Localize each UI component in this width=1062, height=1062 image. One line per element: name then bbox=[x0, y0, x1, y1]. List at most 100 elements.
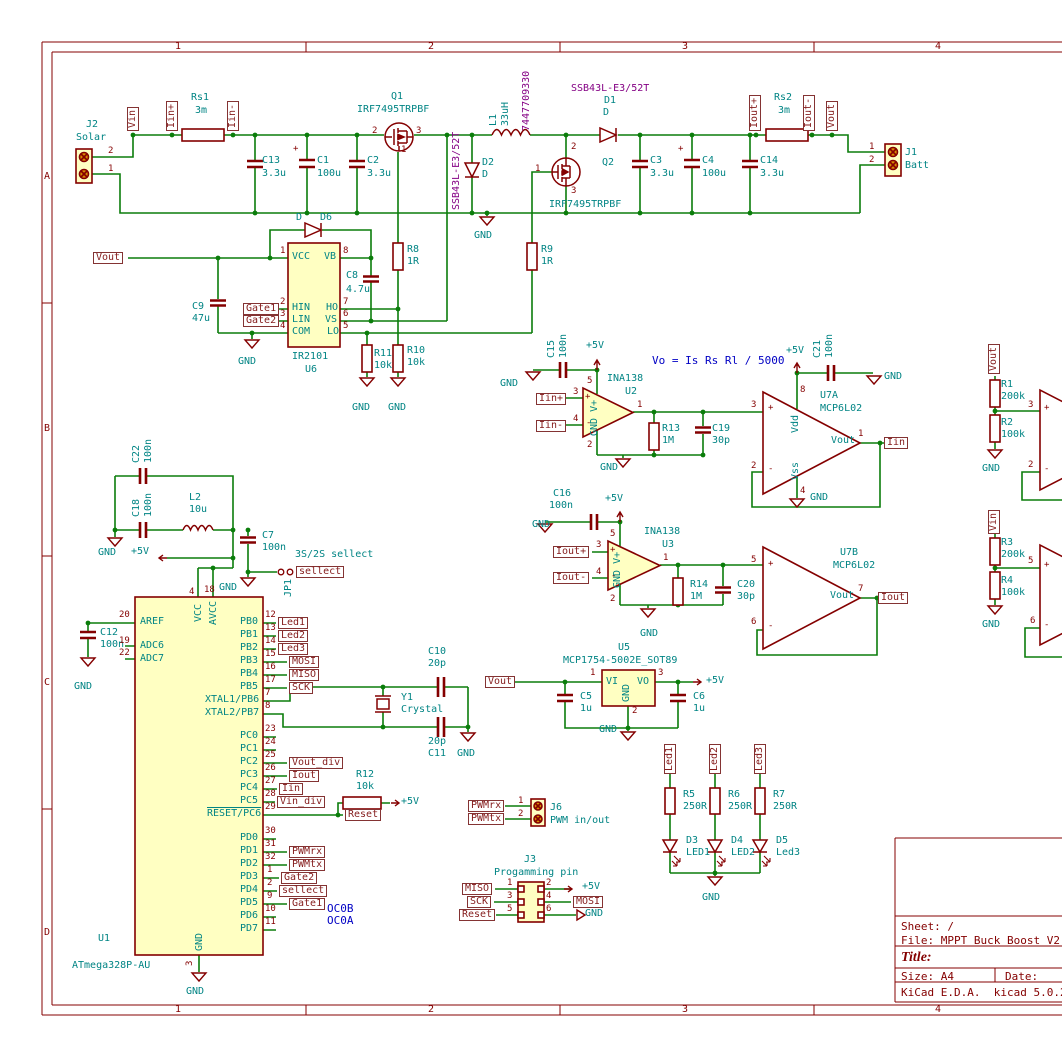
text-r-d6-64[interactable]: D6 bbox=[320, 212, 333, 223]
text-r-c11-289[interactable]: C11 bbox=[428, 748, 447, 759]
text-l-miso-299[interactable]: MISO bbox=[462, 883, 493, 895]
text-r-10u-191[interactable]: 10u bbox=[189, 504, 208, 515]
text-w-gnd-201[interactable]: GND bbox=[74, 681, 93, 692]
net-label-vin-right[interactable]: Vin bbox=[988, 509, 1000, 534]
text-r-100n-141[interactable]: 100n bbox=[549, 500, 574, 511]
connector-j1-batt[interactable] bbox=[884, 143, 902, 177]
text-l-mosi-223[interactable]: MOSI bbox=[289, 656, 320, 668]
text-l-gate1-272[interactable]: Gate1 bbox=[289, 898, 326, 910]
net-label-vout-top[interactable]: Vout bbox=[826, 100, 838, 131]
text-w-gnd-87[interactable]: GND bbox=[238, 356, 257, 367]
text-r-100n-124[interactable]: 100n bbox=[824, 333, 835, 358]
diodes[interactable] bbox=[304, 126, 771, 867]
net-label-vout-reg[interactable]: Vout bbox=[485, 676, 516, 688]
text-r-c18-187[interactable]: C18 bbox=[131, 498, 142, 517]
text-f-7447709330-37[interactable]: 7447709330 bbox=[521, 70, 532, 131]
text-r-mcp6l02-127[interactable]: MCP6L02 bbox=[820, 403, 863, 414]
text-r-100n-186[interactable]: 100n bbox=[143, 438, 154, 463]
text-r-mcp1754-5002esot89-171[interactable]: MCP1754-5002E_SOT89 bbox=[563, 655, 678, 666]
text-l-led1-214[interactable]: Led1 bbox=[278, 617, 309, 629]
text-w-gnd-142[interactable]: GND bbox=[532, 519, 551, 530]
text-r-r13-117[interactable]: R13 bbox=[662, 423, 681, 434]
text-w-+5v-308[interactable]: +5V bbox=[582, 881, 601, 892]
text-w-gnd-121[interactable]: GND bbox=[600, 462, 619, 473]
text-r-led2-323[interactable]: LED2 bbox=[731, 847, 756, 858]
text-l-pwmrx-260[interactable]: PWMrx bbox=[289, 846, 326, 858]
text-r-d-40[interactable]: D bbox=[603, 107, 610, 118]
text-l-iin-246[interactable]: Iin bbox=[279, 783, 304, 795]
text-w-gnd-139[interactable]: GND bbox=[810, 492, 829, 503]
text-w-gnd-102[interactable]: GND bbox=[500, 378, 519, 389]
text-r-33u-20[interactable]: 3.3u bbox=[262, 168, 287, 179]
text-l-led1-311[interactable]: Led1 bbox=[664, 743, 676, 774]
text-r-100n-188[interactable]: 100n bbox=[143, 492, 154, 517]
text-r-r4-342[interactable]: R4 bbox=[1001, 575, 1014, 586]
text-r-d2-32[interactable]: D2 bbox=[482, 157, 495, 168]
text-l-gate2-266[interactable]: Gate2 bbox=[281, 872, 318, 884]
text-l-pwmtx-263[interactable]: PWMtx bbox=[289, 859, 326, 871]
text-r-c20-158[interactable]: C20 bbox=[737, 579, 756, 590]
text-r-d4-322[interactable]: D4 bbox=[731, 835, 744, 846]
text-r-ina138-104[interactable]: INA138 bbox=[607, 373, 644, 384]
text-r-47u-66[interactable]: 47u bbox=[192, 313, 211, 324]
ic-u5-mcp1754[interactable] bbox=[601, 669, 656, 707]
text-r-10k-254[interactable]: 10k bbox=[356, 781, 375, 792]
text-r-j2-12[interactable]: J2 bbox=[86, 119, 99, 130]
opamp-u7b[interactable] bbox=[762, 545, 862, 651]
text-r-r2-332[interactable]: R2 bbox=[1001, 417, 1014, 428]
text-r-10k-97[interactable]: 10k bbox=[407, 357, 426, 368]
text-r-10k-95[interactable]: 10k bbox=[374, 360, 393, 371]
text-w-gnd-198[interactable]: GND bbox=[219, 582, 238, 593]
text-w-gnd-326[interactable]: GND bbox=[702, 892, 721, 903]
text-r-ina138-144[interactable]: INA138 bbox=[644, 526, 681, 537]
text-r-rs2-54[interactable]: Rs2 bbox=[774, 92, 793, 103]
text-w-gnd-125[interactable]: GND bbox=[884, 371, 903, 382]
text-r-1r-93[interactable]: 1R bbox=[541, 256, 554, 267]
text-r-atmega328p-au-282[interactable]: ATmega328P-AU bbox=[72, 960, 151, 971]
text-l-iout+-146[interactable]: Iout+ bbox=[553, 546, 590, 558]
text-r-100u-22[interactable]: 100u bbox=[317, 168, 342, 179]
text-r-1u-180[interactable]: 1u bbox=[580, 703, 593, 714]
text-r-d1-39[interactable]: D1 bbox=[604, 95, 617, 106]
mosfet-q1[interactable] bbox=[384, 122, 414, 152]
net-label-vin[interactable]: Vin bbox=[127, 106, 139, 131]
text-r-irf7495trpbf-42[interactable]: IRF7495TRPBF bbox=[549, 199, 622, 210]
text-r-33u-52[interactable]: 3.3u bbox=[760, 168, 785, 179]
net-label-iout-out[interactable]: Iout bbox=[878, 592, 909, 604]
text-r-100n-200[interactable]: 100n bbox=[100, 639, 125, 650]
text-r-rs1-16[interactable]: Rs1 bbox=[191, 92, 210, 103]
jumper-jp1[interactable] bbox=[277, 568, 294, 576]
text-r-30p-120[interactable]: 30p bbox=[712, 435, 731, 446]
text-r-l2-190[interactable]: L2 bbox=[189, 492, 202, 503]
inductor-l1[interactable] bbox=[491, 128, 531, 137]
text-r-crystal-287[interactable]: Crystal bbox=[401, 704, 444, 715]
net-label-iin-out[interactable]: Iin bbox=[884, 437, 909, 449]
text-r-100k-333[interactable]: 100k bbox=[1001, 429, 1026, 440]
text-r-47u-89[interactable]: 4.7u bbox=[346, 284, 371, 295]
text-r-y1-286[interactable]: Y1 bbox=[401, 692, 414, 703]
text-r-ir2101-85[interactable]: IR2101 bbox=[292, 351, 329, 362]
text-r-33u-47[interactable]: 3.3u bbox=[650, 168, 675, 179]
text-r-r11-94[interactable]: R11 bbox=[374, 348, 393, 359]
text-w-gnd-290[interactable]: GND bbox=[457, 748, 476, 759]
text-r-3m-17[interactable]: 3m bbox=[195, 105, 208, 116]
text-w-gnd-344[interactable]: GND bbox=[982, 619, 1001, 630]
text-l-vindiv-249[interactable]: Vin_div bbox=[277, 796, 326, 808]
text-l-pwmrx-291[interactable]: PWMrx bbox=[468, 800, 505, 812]
text-r-d3-320[interactable]: D3 bbox=[686, 835, 699, 846]
text-r-r14-156[interactable]: R14 bbox=[690, 579, 709, 590]
text-r-c13-19[interactable]: C13 bbox=[262, 155, 281, 166]
text-r-250r-315[interactable]: 250R bbox=[683, 801, 708, 812]
text-r-u3-145[interactable]: U3 bbox=[662, 539, 675, 550]
text-r-r8-90[interactable]: R8 bbox=[407, 244, 420, 255]
text-r-c10-284[interactable]: C10 bbox=[428, 646, 447, 657]
text-w-gnd-98[interactable]: GND bbox=[352, 402, 371, 413]
text-r-r5-314[interactable]: R5 bbox=[683, 789, 696, 800]
text-w-gnd-334[interactable]: GND bbox=[982, 463, 1001, 474]
text-r-u5-170[interactable]: U5 bbox=[618, 642, 631, 653]
text-n-oc0a-274[interactable]: OC0A bbox=[327, 914, 354, 927]
text-w-+5v-255[interactable]: +5V bbox=[401, 796, 420, 807]
net-label-iout-minus[interactable]: Iout- bbox=[803, 94, 815, 131]
